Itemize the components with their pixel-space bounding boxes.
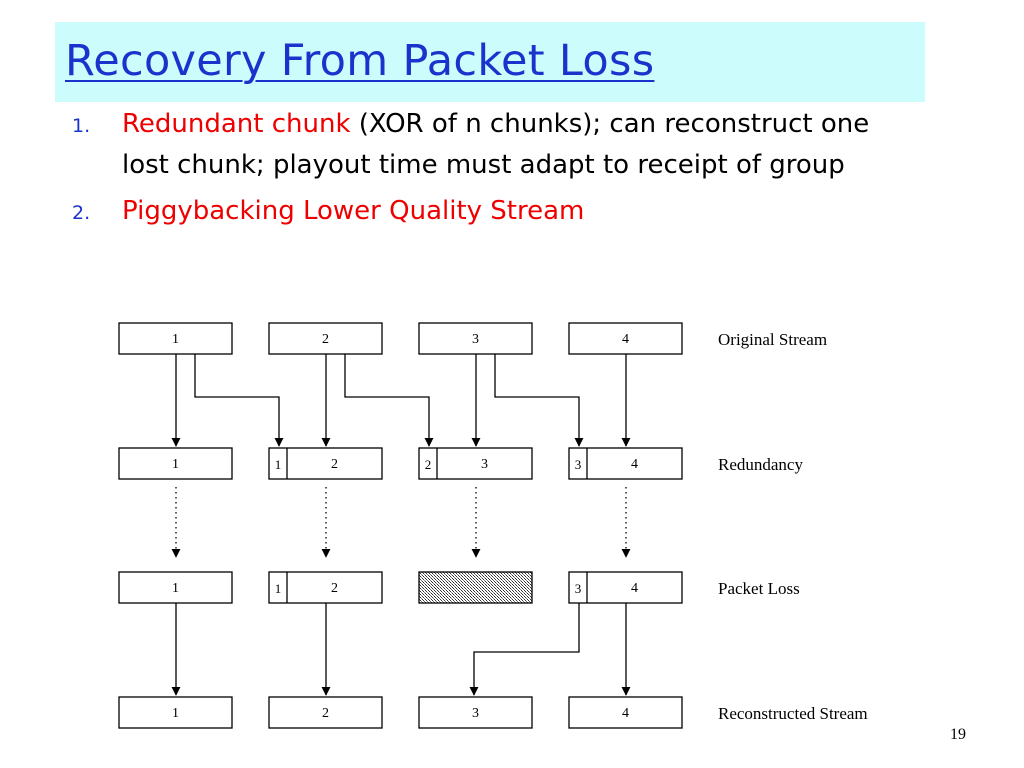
packet-box: 1 bbox=[118, 447, 233, 480]
packet-rect bbox=[568, 571, 683, 604]
bullet-highlight: Piggybacking Lower Quality Stream bbox=[122, 196, 585, 226]
redundant-chunk-label: 1 bbox=[275, 457, 282, 472]
packet-rect bbox=[418, 447, 533, 480]
redundancy-arrow bbox=[494, 354, 584, 447]
packet-label: 2 bbox=[331, 457, 338, 472]
packet-label: 4 bbox=[631, 457, 638, 472]
lost-packet bbox=[418, 571, 533, 604]
packet-label: 1 bbox=[172, 332, 179, 347]
packet-label: 3 bbox=[481, 457, 488, 472]
bullet-highlight: Redundant chunk bbox=[122, 109, 351, 139]
packet-box: 2 bbox=[268, 696, 383, 729]
packet-rect bbox=[418, 322, 533, 355]
redundant-chunk-label: 1 bbox=[275, 581, 282, 596]
packet-rect bbox=[268, 322, 383, 355]
packet-label: 2 bbox=[322, 706, 329, 721]
redundancy-arrow bbox=[344, 354, 434, 447]
packet-rect bbox=[568, 696, 683, 729]
packet-label: 2 bbox=[331, 581, 338, 596]
packet-box: 1 bbox=[118, 322, 233, 355]
redundant-chunk-label: 3 bbox=[575, 457, 582, 472]
packet-label: 3 bbox=[472, 332, 479, 347]
packet-label: 3 bbox=[472, 706, 479, 721]
packet-label: 1 bbox=[172, 581, 179, 596]
packet-box: 4 bbox=[568, 696, 683, 729]
packet-rect bbox=[568, 322, 683, 355]
row-label: Reconstructed Stream bbox=[718, 704, 868, 723]
row-label: Packet Loss bbox=[718, 579, 800, 598]
bullet-number: 2. bbox=[72, 202, 91, 224]
packet-rect bbox=[418, 696, 533, 729]
row-label: Redundancy bbox=[718, 455, 803, 474]
packet-box: 1 bbox=[118, 571, 233, 604]
packet-label: 4 bbox=[622, 706, 629, 721]
redundancy-arrow bbox=[194, 354, 284, 447]
lost-packet-fill bbox=[418, 571, 533, 604]
packet-label: 1 bbox=[172, 457, 179, 472]
packet-box: 1 bbox=[118, 696, 233, 729]
bullet-number: 1. bbox=[72, 115, 91, 137]
bullet-list: 1. Redundant chunk (XOR of n chunks); ca… bbox=[68, 104, 898, 237]
bullet-item-1: 1. Redundant chunk (XOR of n chunks); ca… bbox=[68, 104, 898, 186]
packet-rect bbox=[268, 447, 383, 480]
packet-box: 3 bbox=[418, 322, 533, 355]
packet-label: 1 bbox=[172, 706, 179, 721]
packet-box: 3 bbox=[418, 696, 533, 729]
packet-box: 4 bbox=[568, 322, 683, 355]
redundant-chunk-label: 3 bbox=[575, 581, 582, 596]
packet-rect bbox=[118, 571, 233, 604]
diagram-row: 1 2 3 4 Original Stream bbox=[118, 322, 827, 355]
bullet-item-2: 2. Piggybacking Lower Quality Stream bbox=[68, 191, 898, 232]
packet-rect bbox=[268, 696, 383, 729]
row-label: Original Stream bbox=[718, 330, 827, 349]
packet-box: 2 bbox=[268, 322, 383, 355]
diagram-row: 1 2 3 4 Reconstructed Stream bbox=[118, 696, 868, 729]
packet-label: 2 bbox=[322, 332, 329, 347]
packet-label: 4 bbox=[622, 332, 629, 347]
bullet-text: (XOR of n chunks); can reconstruct one l… bbox=[122, 109, 870, 180]
packet-rect bbox=[118, 447, 233, 480]
packet-label: 4 bbox=[631, 581, 638, 596]
packet-rect bbox=[118, 322, 233, 355]
page-number: 19 bbox=[950, 726, 966, 743]
recovery-arrow bbox=[469, 603, 580, 696]
slide-title: Recovery From Packet Loss bbox=[65, 36, 655, 86]
packet-rect bbox=[268, 571, 383, 604]
title-background bbox=[55, 22, 925, 102]
packet-rect bbox=[118, 696, 233, 729]
redundant-chunk-label: 2 bbox=[425, 457, 432, 472]
packet-rect bbox=[568, 447, 683, 480]
diagram-connectors bbox=[171, 354, 631, 696]
